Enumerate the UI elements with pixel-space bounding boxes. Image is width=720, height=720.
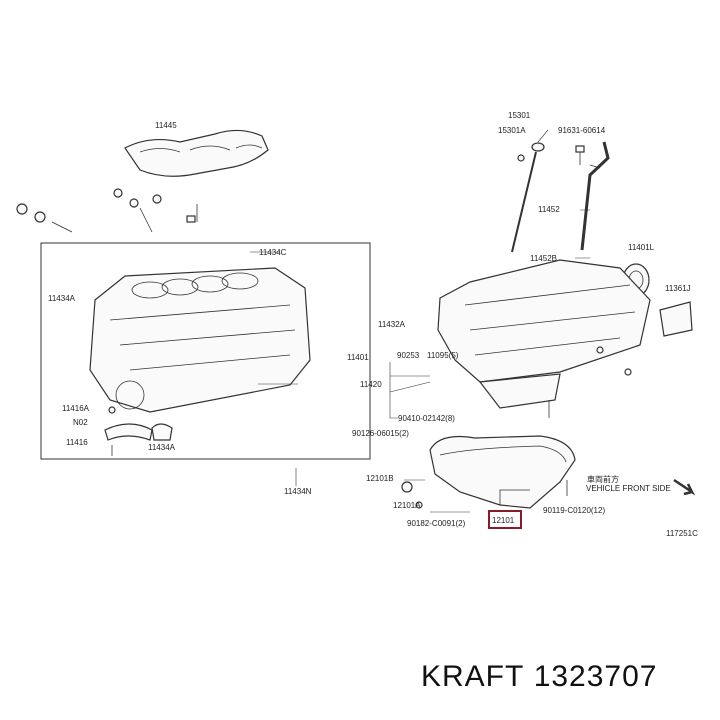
label-90253: 90253 [397,351,420,360]
vehicle-front-arrow [673,478,696,496]
label-11434C: 11434C [259,248,287,257]
label-90182: 90182-C0091(2) [407,519,466,528]
label-90410: 90410-02142(8) [398,414,455,423]
cylinder-block-frame [40,242,371,460]
label-90126: 90126-06015(2) [352,429,409,438]
label-11452B: 11452B [530,254,557,263]
label-11420: 11420 [360,380,382,389]
label-11416: 11416 [66,438,88,447]
label-11416A: 11416A [62,404,90,413]
label-91631: 91631-60614 [558,126,606,135]
label-11434A-lower: 11434A [148,443,176,452]
label-12101: 12101 [492,516,515,525]
head-cover-gasket [124,129,269,177]
label-12101A: 12101A [393,501,421,510]
label-12101B: 12101B [366,474,394,483]
part-number: 1323707 [533,660,658,693]
label-diagram-id: 117251C [666,529,698,538]
oil-pan [401,435,576,509]
brand-line: KRAFT 1323707 [421,660,657,694]
label-vehicle-front: VEHICLE FRONT SIDE [586,484,671,493]
label-11434N: 11434N [284,487,312,496]
bearing-caps [104,406,173,456]
oil-dipstick [511,142,545,253]
label-11445: 11445 [155,121,177,130]
leader-lines [250,129,590,513]
bolts-top-left [16,188,198,233]
label-11401: 11401 [347,353,369,362]
highlight-box [488,510,522,529]
lower-crankcase [437,259,651,418]
label-11452: 11452 [538,205,560,214]
label-front-cn: 車両前方 [587,474,619,484]
cylinder-block [89,267,311,413]
label-15301: 15301 [508,111,531,120]
dipstick-guide [575,141,610,251]
label-11434A: 11434A [48,294,76,303]
label-90119: 90119-C0120(12) [543,506,605,515]
label-11401L: 11401L [628,243,655,252]
label-11361J: 11361J [665,284,691,293]
label-11095: 11095(5) [427,351,459,360]
label-N02: N02 [73,418,88,427]
label-15301A: 15301A [498,126,526,135]
cover-gasket-small [659,301,693,337]
brand-name: KRAFT [421,660,525,693]
label-11432A: 11432A [378,320,406,329]
